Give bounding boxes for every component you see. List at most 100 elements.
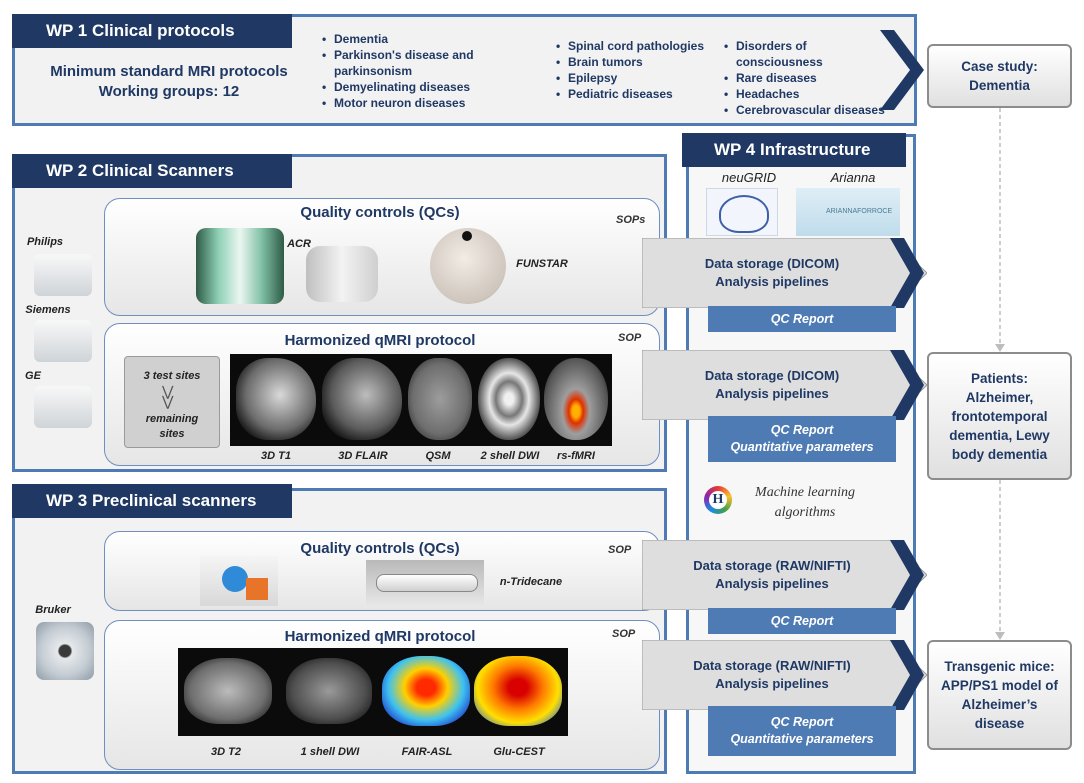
- preclinical-phantom-image: [200, 556, 278, 606]
- mice-line: APP/PS1 model of: [940, 678, 1059, 693]
- wp2-vendors: Philips Siemens GE: [20, 232, 98, 432]
- list-item: Rare diseases: [724, 70, 892, 86]
- store-block-3: Data storage (RAW/NIFTI) Analysis pipeli…: [642, 540, 927, 640]
- wp1-protocols: Minimum standard MRI protocols Working g…: [24, 62, 314, 102]
- test-sites-box: [124, 356, 220, 448]
- wp3-title: WP 3 Preclinical scanners: [12, 484, 292, 518]
- case-line: Dementia: [969, 78, 1030, 93]
- patients-line: dementia, Lewy: [949, 427, 1050, 443]
- store-line1: Data storage (DICOM): [704, 368, 840, 383]
- wp1-title: WP 1 Clinical protocols: [12, 14, 292, 48]
- acr-phantom-image-2: [306, 246, 378, 302]
- wp1-disease-list-1: Dementia Parkinson's disease and parkins…: [320, 31, 500, 111]
- store-line1: Data storage (RAW/NIFTI): [693, 558, 851, 573]
- funstar-cap: [462, 231, 472, 241]
- ml-label: Machine learning algorithms: [740, 483, 870, 523]
- store-text: Data storage (DICOM) Analysis pipelines: [642, 238, 902, 308]
- mice-line: disease: [974, 716, 1025, 731]
- list-item: Brain tumors: [556, 54, 714, 70]
- wp3-harm-sop: SOP: [612, 628, 636, 640]
- image-label: rs-fMRI: [557, 450, 595, 462]
- store-line2: Analysis pipelines: [715, 676, 829, 691]
- store-arrow-shape: [642, 640, 927, 710]
- chevron-down-icon: ⋁⋁: [162, 383, 174, 409]
- store-arrow-shape: [642, 540, 927, 610]
- qc-report-box: QC Report: [708, 608, 896, 634]
- tridecane-label: n-Tridecane: [499, 576, 563, 588]
- patients-line: frontotemporal: [951, 408, 1048, 424]
- arianna-logo-text: ARIANNAFORROCE: [826, 208, 893, 215]
- funstar-label: FUNSTAR: [516, 258, 568, 270]
- mri-image-dwi: [478, 358, 540, 440]
- outcome-arrows: [995, 108, 1005, 640]
- list-item: Demyelinating diseases: [322, 79, 500, 95]
- image-label: 3D T1: [261, 450, 291, 462]
- store-arrow-shape: [642, 350, 927, 420]
- qc-label: QC Report: [770, 613, 834, 628]
- wp1-protocols-line1: Minimum standard MRI protocols: [50, 63, 288, 80]
- list-item: Cerebrovascular diseases: [724, 102, 892, 118]
- list-item: Parkinson's disease and parkinsonism: [322, 47, 504, 79]
- store-text: Data storage (DICOM) Analysis pipelines: [642, 350, 902, 420]
- neugrid-label: neuGRID: [721, 170, 777, 185]
- image-label: QSM: [425, 450, 451, 462]
- qc-label: QC Report: [770, 715, 834, 729]
- list-item: Motor neuron diseases: [322, 95, 500, 111]
- mri-image-mouse-dwi: [286, 658, 372, 724]
- list-item: Dementia: [322, 31, 500, 47]
- wp2-title: WP 2 Clinical Scanners: [12, 154, 292, 188]
- mri-scanner-icon: [34, 386, 92, 428]
- wp1-protocols-line2: Working groups: 12: [98, 83, 240, 100]
- image-label: 3D FLAIR: [338, 450, 388, 462]
- remaining-sites-label: remaining sites: [145, 413, 199, 440]
- wp2-qc-sop: SOPs: [616, 214, 646, 226]
- image-label: 2 shell DWI: [480, 450, 540, 462]
- mri-image-fair-asl: [382, 656, 470, 726]
- image-label: FAIR-ASL: [401, 746, 453, 758]
- wp1-chevron-icon: [880, 30, 924, 110]
- mice-line: Transgenic mice:: [944, 659, 1055, 674]
- qc-label: Quantitative parameters: [730, 440, 874, 454]
- image-label: 3D T2: [211, 746, 241, 758]
- wp2-harm-sop: SOP: [618, 332, 642, 344]
- image-label: 1 shell DWI: [300, 746, 360, 758]
- vendor-label: Philips: [26, 236, 64, 248]
- list-item: Epilepsy: [556, 70, 714, 86]
- qc-label: QC Report: [770, 423, 834, 437]
- mri-image-rs-fmri: [544, 358, 608, 440]
- bruker-scanner-icon: [36, 622, 94, 680]
- store-text: Data storage (RAW/NIFTI) Analysis pipeli…: [642, 540, 902, 610]
- mri-image-glu-cest: [474, 656, 562, 726]
- acr-phantom-image: [196, 228, 284, 304]
- patients-line: Patients:: [970, 370, 1028, 386]
- list-item: Pediatric diseases: [556, 86, 714, 102]
- wp3-harm-title: Harmonized qMRI protocol: [284, 628, 476, 645]
- store-line2: Analysis pipelines: [715, 274, 829, 289]
- list-item: Spinal cord pathologies: [556, 38, 714, 54]
- vendor-label: Siemens: [25, 304, 71, 316]
- case-line: Case study:: [961, 59, 1038, 74]
- arianna-label: Arianna: [830, 170, 876, 185]
- wp2-harm-title: Harmonized qMRI protocol: [284, 332, 476, 349]
- wp2-qc-title: Quality controls (QCs): [300, 204, 460, 221]
- store-block-2: Data storage (DICOM) Analysis pipelines …: [642, 350, 927, 470]
- qc-report-box: QC Report: [708, 306, 896, 332]
- qc-label: QC Report: [770, 311, 834, 326]
- qc-label: Quantitative parameters: [730, 732, 874, 746]
- mri-image-3d-t2: [184, 658, 272, 724]
- arianna-logo: ARIANNAFORROCE: [796, 188, 900, 236]
- ml-line2: algorithms: [774, 505, 836, 520]
- neugrid-logo: [706, 188, 778, 236]
- mice-line: Alzheimer’s: [961, 697, 1038, 712]
- image-label: Glu-CEST: [493, 746, 545, 758]
- vendor-label: GE: [25, 370, 41, 382]
- store-line1: Data storage (RAW/NIFTI): [693, 658, 851, 673]
- qc-report-box: QC Report Quantitative parameters: [708, 416, 896, 462]
- store-arrow-shape: [642, 238, 927, 308]
- store-block-4: Data storage (RAW/NIFTI) Analysis pipeli…: [642, 640, 927, 765]
- store-line2: Analysis pipelines: [715, 576, 829, 591]
- tridecane-tube-image: [366, 560, 484, 606]
- patients-line: Alzheimer,: [965, 389, 1034, 405]
- ml-logo-letter: H: [704, 486, 732, 514]
- mri-image-3d-flair: [322, 358, 402, 440]
